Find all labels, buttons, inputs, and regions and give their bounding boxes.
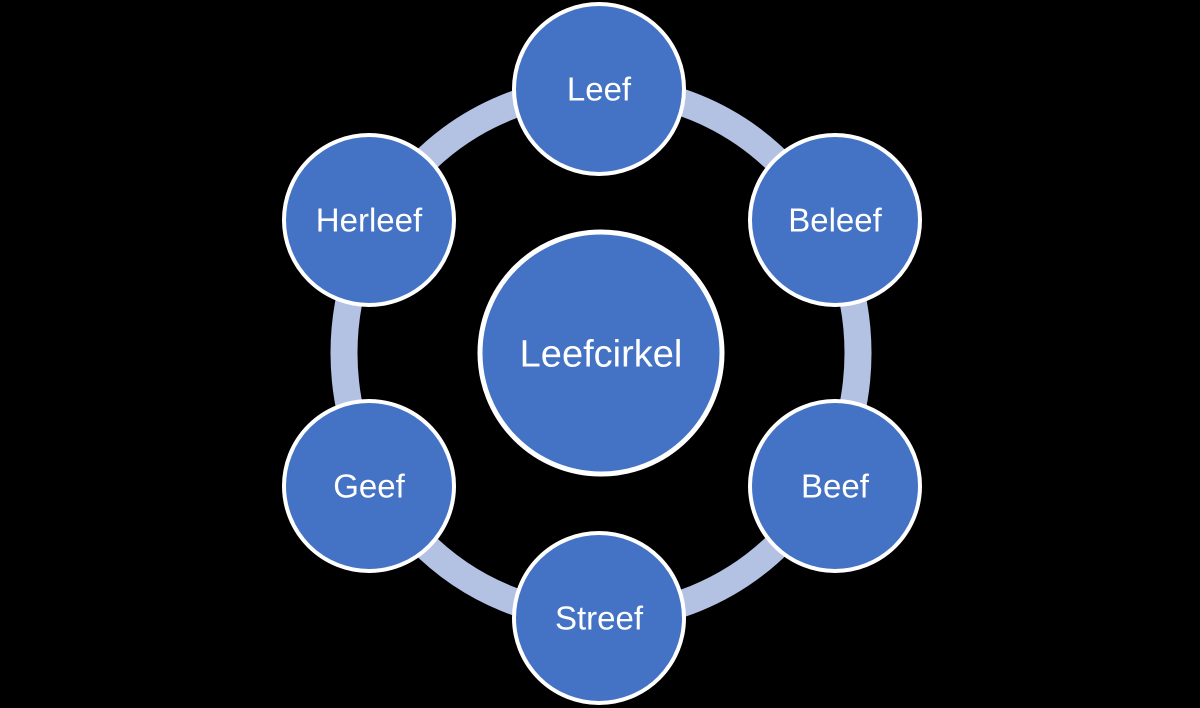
node-streef-label: Streef (555, 600, 644, 637)
node-herleef-circle (282, 133, 456, 307)
node-herleef: Herleef (282, 133, 456, 307)
node-center-circle (477, 229, 725, 477)
node-beef-label: Beef (801, 468, 870, 505)
node-beef-circle (748, 399, 922, 573)
node-beleef-label: Beleef (788, 202, 882, 239)
node-leef: Leef (512, 2, 686, 176)
node-beleef-circle (748, 133, 922, 307)
node-beleef: Beleef (748, 133, 922, 307)
node-geef-label: Geef (333, 468, 405, 505)
node-streef-circle (512, 531, 686, 705)
node-leef-circle (512, 2, 686, 176)
node-streef: Streef (512, 531, 686, 705)
node-beef: Beef (748, 399, 922, 573)
node-geef: Geef (282, 399, 456, 573)
node-geef-circle (282, 399, 456, 573)
node-center-label: Leefcirkel (520, 333, 683, 375)
node-leef-label: Leef (567, 71, 632, 108)
node-herleef-label: Herleef (316, 202, 423, 239)
node-center: Leefcirkel (477, 229, 725, 477)
